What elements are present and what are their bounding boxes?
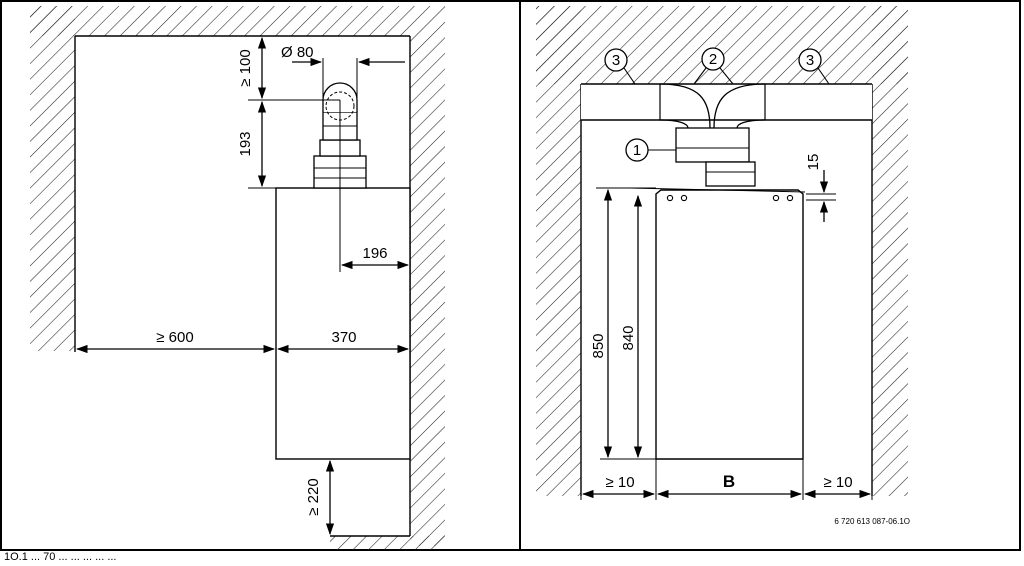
boiler-side-body <box>275 187 411 460</box>
label-side-clearance: ≥ 600 <box>156 329 193 346</box>
right-view: 1 2 3 3 15 850 840 <box>536 6 910 526</box>
right-view-ceiling <box>536 6 908 84</box>
label-height-outer: 850 <box>590 333 607 358</box>
label-height-inner: 840 <box>620 325 637 350</box>
label-flue-height: 193 <box>237 131 254 156</box>
svg-text:1: 1 <box>633 142 641 159</box>
boiler-flue-spigot <box>705 161 756 187</box>
left-elbow <box>659 83 711 129</box>
figure-reference: 6 720 613 087-06.1O <box>834 517 910 526</box>
svg-text:3: 3 <box>806 52 814 69</box>
label-clearance-top: ≥ 100 <box>237 49 254 86</box>
label-boiler-width: 370 <box>331 329 356 346</box>
flue-elbow <box>322 82 358 112</box>
left-view: Ø 80 ≥ 100 193 196 ≥ 600 370 ≥ 220 <box>30 6 445 550</box>
floor-hatch <box>330 536 445 550</box>
right-view-left-wall <box>536 6 581 496</box>
outer-frame <box>0 0 1021 551</box>
left-wall-hatch <box>30 6 75 351</box>
label-side-right: ≥ 10 <box>823 474 852 491</box>
svg-text:3: 3 <box>612 52 620 69</box>
label-bottom-clearance: ≥ 220 <box>305 478 322 515</box>
right-elbow <box>713 83 766 129</box>
label-flue-diameter: Ø 80 <box>281 44 314 61</box>
label-top-gap: 15 <box>805 154 822 171</box>
label-side-left: ≥ 10 <box>605 474 634 491</box>
callout-2: 2 <box>693 47 734 85</box>
footer-caption: 1O.1 ... 70 ... ... ... ... ... <box>4 551 117 561</box>
label-width-b: B <box>723 472 735 491</box>
callout-1: 1 <box>625 138 676 162</box>
callout-3-right: 3 <box>798 48 830 85</box>
right-wall-hatch <box>410 6 445 546</box>
label-flue-offset: 196 <box>362 245 387 262</box>
boiler-front-body <box>655 189 804 460</box>
ceiling-hatch <box>30 6 410 36</box>
splitter-adapter <box>675 127 750 163</box>
svg-text:2: 2 <box>709 51 717 68</box>
callout-3-left: 3 <box>604 48 636 85</box>
duct-band <box>581 84 872 120</box>
right-view-right-wall <box>872 6 908 496</box>
